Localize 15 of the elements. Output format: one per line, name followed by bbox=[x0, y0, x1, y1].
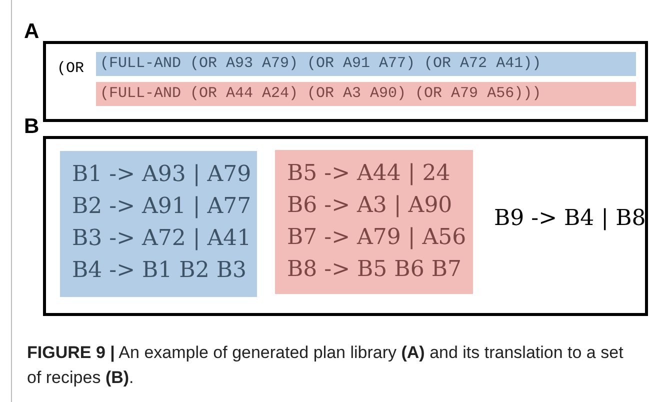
recipe-rule: B1 -> A93 | A79 bbox=[72, 161, 252, 189]
recipe-rule: B2 -> A91 | A77 bbox=[72, 193, 252, 221]
recipe-rule: B4 -> B1 B2 B3 bbox=[72, 257, 246, 285]
recipe-rule: B7 -> A79 | A56 bbox=[287, 224, 466, 252]
code-text: (OR bbox=[57, 60, 84, 77]
recipe-card bbox=[275, 150, 473, 294]
rule-text: B9 -> B4 | B8 bbox=[494, 205, 646, 233]
panel-letter: A bbox=[24, 20, 40, 44]
panel-letter: B bbox=[24, 115, 40, 139]
recipe-rule: B3 -> A72 | A41 bbox=[72, 225, 252, 253]
recipe-rule: B8 -> B5 B6 B7 bbox=[287, 256, 462, 284]
recipe-card bbox=[60, 151, 257, 297]
recipe-rule: B5 -> A44 | 24 bbox=[287, 160, 450, 188]
figure-caption: FIGURE 9 | An example of generated plan library (A) and its translation to a set of recipes (B). bbox=[27, 342, 624, 389]
recipe-rule: B6 -> A3 | A90 bbox=[287, 192, 452, 220]
